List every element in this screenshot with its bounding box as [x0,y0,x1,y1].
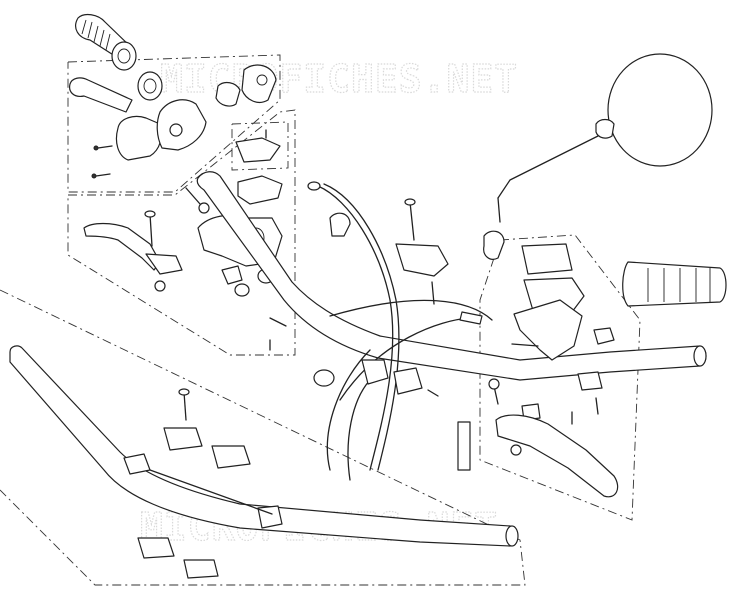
mirror [483,53,713,260]
group-outlines [0,54,641,586]
right-lever-assembly [457,243,619,498]
small-bolts-left [91,145,210,214]
throttle-housing [69,64,277,161]
right-grip [622,261,727,307]
watermark-top: MICROFICHES.NET [160,57,518,101]
reservoir-cover [231,121,289,205]
throttle-grip [75,13,137,71]
center-clamps [313,198,449,397]
handlebar-lower [9,345,519,547]
lower-clamps [137,388,251,579]
control-cables [307,181,493,481]
handlebar-upper [196,171,707,381]
